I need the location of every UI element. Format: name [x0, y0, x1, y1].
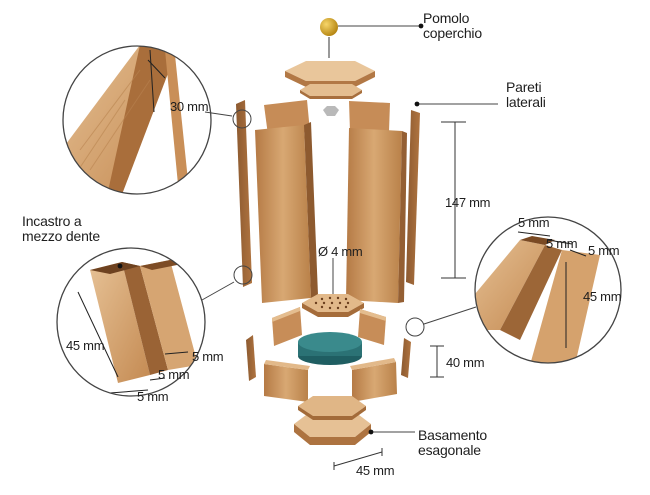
dim-slot-w1: 5 mm — [518, 215, 550, 230]
nut-icon — [323, 106, 339, 116]
label-base-line1: Basamento — [418, 427, 488, 443]
dim-base-side: 45 mm — [356, 463, 395, 478]
perforated-plate — [302, 258, 364, 317]
height-dimension — [441, 121, 466, 279]
knob-ball — [320, 18, 338, 36]
base-side-pieces — [246, 307, 411, 402]
dim-height: 147 mm — [445, 195, 491, 210]
dim-hole: Ø 4 mm — [318, 244, 363, 259]
lid — [285, 61, 375, 116]
dim-bevel: 30 mm — [170, 99, 209, 114]
dim-slot-w2: 5 mm — [546, 236, 578, 251]
dim-joint-a: 5 mm — [192, 349, 224, 364]
dim-joint-c: 5 mm — [137, 389, 169, 404]
label-joint-line1: Incastro a — [22, 213, 82, 229]
sponge-disc — [298, 332, 362, 365]
label-knob-line2: coperchio — [423, 25, 482, 41]
label-base: Basamento esagonale — [418, 428, 487, 458]
zoom-slot-detail — [405, 216, 622, 364]
dim-joint-depth: 45 mm — [66, 338, 105, 353]
foot-dimension — [430, 345, 444, 378]
label-walls-line2: laterali — [506, 94, 546, 110]
label-base-line2: esagonale — [418, 442, 481, 458]
label-joint: Incastro a mezzo dente — [22, 214, 100, 244]
label-walls: Pareti laterali — [506, 80, 546, 110]
dim-foot: 40 mm — [446, 355, 485, 370]
hex-base — [294, 396, 415, 470]
dim-slot-depth: 45 mm — [583, 289, 622, 304]
label-knob-line1: Pomolo — [423, 10, 470, 26]
knob-group — [320, 18, 420, 58]
label-joint-line2: mezzo dente — [22, 228, 100, 244]
dim-slot-w3: 5 mm — [588, 243, 620, 258]
label-knob: Pomolo coperchio — [423, 11, 482, 41]
side-walls — [236, 100, 420, 303]
zoom-joint-detail — [56, 247, 253, 397]
dim-joint-b: 5 mm — [158, 367, 190, 382]
zoom-bevel-detail — [62, 45, 252, 195]
label-walls-line1: Pareti — [506, 79, 542, 95]
